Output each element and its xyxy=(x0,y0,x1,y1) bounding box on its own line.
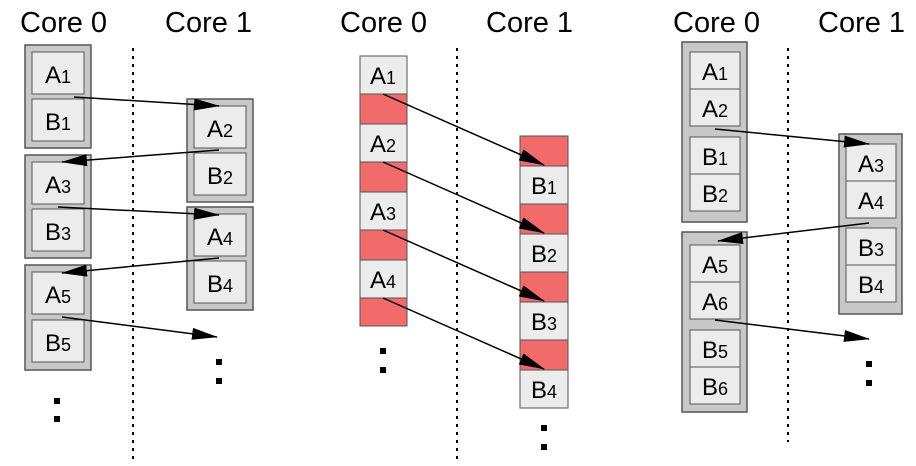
task-box xyxy=(689,281,741,320)
dependency-arrow xyxy=(714,128,870,148)
task-label: A6 xyxy=(702,289,728,316)
task-label: A5 xyxy=(702,252,728,279)
dependency-arrow xyxy=(61,149,220,167)
panel-1-core1-header: Core 1 xyxy=(165,7,252,39)
task-label: A3 xyxy=(858,151,884,178)
panel-3-core1-header: Core 1 xyxy=(818,7,905,39)
task-label: B6 xyxy=(702,374,728,401)
task-label: B2 xyxy=(702,181,728,208)
task-label: B3 xyxy=(858,235,884,262)
task-box xyxy=(519,233,569,273)
sync-wait xyxy=(519,271,569,303)
task-label: A3 xyxy=(370,199,396,226)
panel-2: Core 0 Core 1 A1 A2 A3 A4 B1 B2 B3 B4 xyxy=(340,7,573,462)
task-box xyxy=(193,152,247,196)
task-label: A1 xyxy=(45,62,71,89)
task-label: B1 xyxy=(531,173,557,200)
task-box xyxy=(193,213,247,257)
task-label: B3 xyxy=(45,219,71,246)
panel-3: Core 0 Core 1 A1 A2 B1 B2 A5 A6 B5 B6 A3… xyxy=(673,7,905,442)
dependency-arrow xyxy=(717,222,870,244)
task-label: A2 xyxy=(370,131,396,158)
sync-wait xyxy=(359,93,408,125)
task-box xyxy=(519,301,569,341)
dependency-arrow xyxy=(57,206,220,220)
panel-2-core0-header: Core 0 xyxy=(340,7,427,39)
panel-1-core0-header: Core 0 xyxy=(20,7,107,39)
task-label: B5 xyxy=(45,330,71,357)
task-box xyxy=(689,329,741,368)
task-label: B5 xyxy=(702,337,728,364)
task-label: B4 xyxy=(207,271,233,298)
task-label: A4 xyxy=(370,267,396,294)
task-box xyxy=(689,173,741,212)
sync-wait xyxy=(359,161,408,193)
task-box xyxy=(689,88,741,127)
task-label: A1 xyxy=(370,63,396,90)
continuation-dots xyxy=(216,359,222,384)
task-label: B2 xyxy=(531,241,557,268)
panel-2-core1-header: Core 1 xyxy=(486,7,573,39)
task-box xyxy=(689,51,741,90)
task-label: B4 xyxy=(858,272,884,299)
task-label: A5 xyxy=(45,282,71,309)
dependency-arrow xyxy=(714,319,870,342)
task-label: A1 xyxy=(702,59,728,86)
sync-wait xyxy=(519,339,569,371)
dependency-arrow xyxy=(382,229,545,302)
task-label: B2 xyxy=(207,163,233,190)
dependency-arrow xyxy=(61,316,218,340)
task-box xyxy=(845,227,897,266)
task-label: B1 xyxy=(702,144,728,171)
task-box xyxy=(519,369,569,409)
task-box xyxy=(31,208,85,252)
continuation-dots xyxy=(54,398,60,422)
task-box xyxy=(31,271,85,315)
panel-3-core0-header: Core 0 xyxy=(673,7,760,39)
continuation-dots xyxy=(866,361,872,386)
task-label: A3 xyxy=(45,172,71,199)
task-box xyxy=(31,161,85,205)
task-label: B4 xyxy=(531,377,557,404)
dependency-arrow xyxy=(382,161,545,234)
task-label: B3 xyxy=(531,309,557,336)
continuation-dots xyxy=(380,348,386,373)
task-box xyxy=(193,105,247,149)
task-box xyxy=(689,366,741,405)
task-label: A2 xyxy=(207,116,233,143)
task-box xyxy=(359,55,408,95)
task-label: B1 xyxy=(45,109,71,136)
continuation-dots xyxy=(541,425,547,450)
task-box xyxy=(31,51,85,95)
task-box xyxy=(845,264,897,303)
task-box xyxy=(359,259,408,299)
sync-wait xyxy=(519,203,569,235)
sync-wait xyxy=(359,229,408,261)
task-box xyxy=(689,136,741,175)
task-box xyxy=(845,180,897,219)
task-box xyxy=(31,319,85,363)
task-box xyxy=(31,98,85,142)
task-label: A4 xyxy=(858,188,884,215)
dependency-arrow xyxy=(382,297,545,370)
panel-1: Core 0 Core 1 A1 B1 A3 B3 A5 B5 A2 B2 A4… xyxy=(20,7,254,462)
task-label: A2 xyxy=(702,96,728,123)
task-label: A4 xyxy=(207,224,233,251)
dependency-arrow xyxy=(61,257,220,277)
dependency-arrow xyxy=(382,93,545,166)
task-box xyxy=(689,244,741,283)
sync-wait xyxy=(519,135,569,167)
task-box xyxy=(845,143,897,182)
task-box xyxy=(193,260,247,304)
dependency-arrow xyxy=(73,96,220,111)
sync-wait xyxy=(359,297,408,327)
